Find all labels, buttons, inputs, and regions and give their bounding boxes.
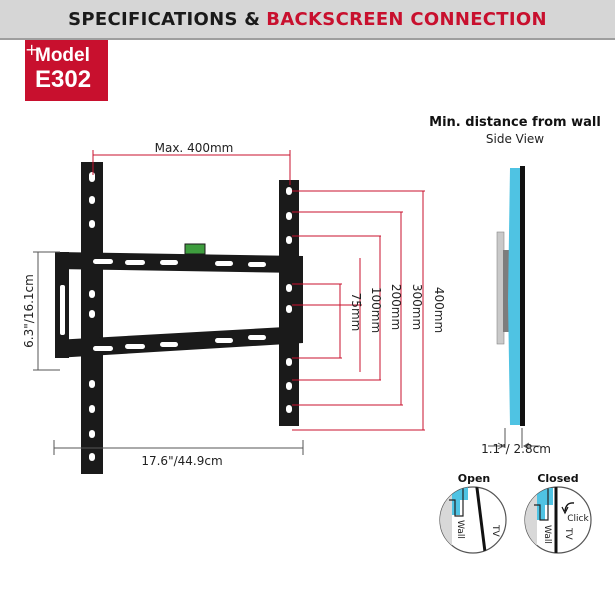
vesa-label-300: 300mm: [410, 284, 424, 330]
plus-icon: +: [25, 40, 39, 59]
lock-closed-detail: Wall TV Click: [524, 486, 592, 554]
side-distance-label: 1.1"/ 2.8cm: [481, 442, 551, 456]
vesa-label-100: 100mm: [369, 287, 383, 333]
vesa-label-200: 200mm: [389, 284, 403, 330]
header-title-part2: BACKSCREEN CONNECTION: [266, 8, 547, 30]
side-view-title: Min. distance from wall: [429, 115, 601, 130]
page-header: SPECIFICATIONS & BACKSCREEN CONNECTION: [0, 0, 615, 40]
click-arrow-icon: [564, 502, 575, 512]
lock-click-label: Click: [567, 514, 589, 524]
dimension-lines: [92, 150, 425, 431]
lock-open-detail: Wall TV: [439, 486, 507, 554]
vesa-label-400: 400mm: [432, 287, 446, 333]
lock-closed-wall-label: Wall: [542, 525, 552, 544]
side-view: [488, 166, 540, 450]
lock-open-tv-label: TV: [490, 524, 500, 537]
model-label: Model: [35, 45, 90, 66]
wall-bracket: [55, 162, 303, 474]
model-code: E302: [35, 66, 92, 93]
lock-closed-tv-label: TV: [563, 527, 573, 540]
side-view-subtitle: Side View: [485, 132, 545, 146]
width-label: 17.6"/44.9cm: [141, 454, 222, 468]
vesa-label-75: 75mm: [349, 293, 363, 332]
max-width-label: Max. 400mm: [155, 141, 234, 155]
lock-open-wall-label: Wall: [455, 520, 465, 539]
lock-closed-label: Closed: [537, 472, 578, 485]
model-badge: Model E302: [25, 40, 108, 101]
header-title-part1: SPECIFICATIONS &: [68, 8, 261, 30]
lock-open-label: Open: [458, 472, 491, 485]
outer-dimension-lines: [33, 251, 304, 455]
height-label: 6.3"/16.1cm: [22, 274, 36, 348]
